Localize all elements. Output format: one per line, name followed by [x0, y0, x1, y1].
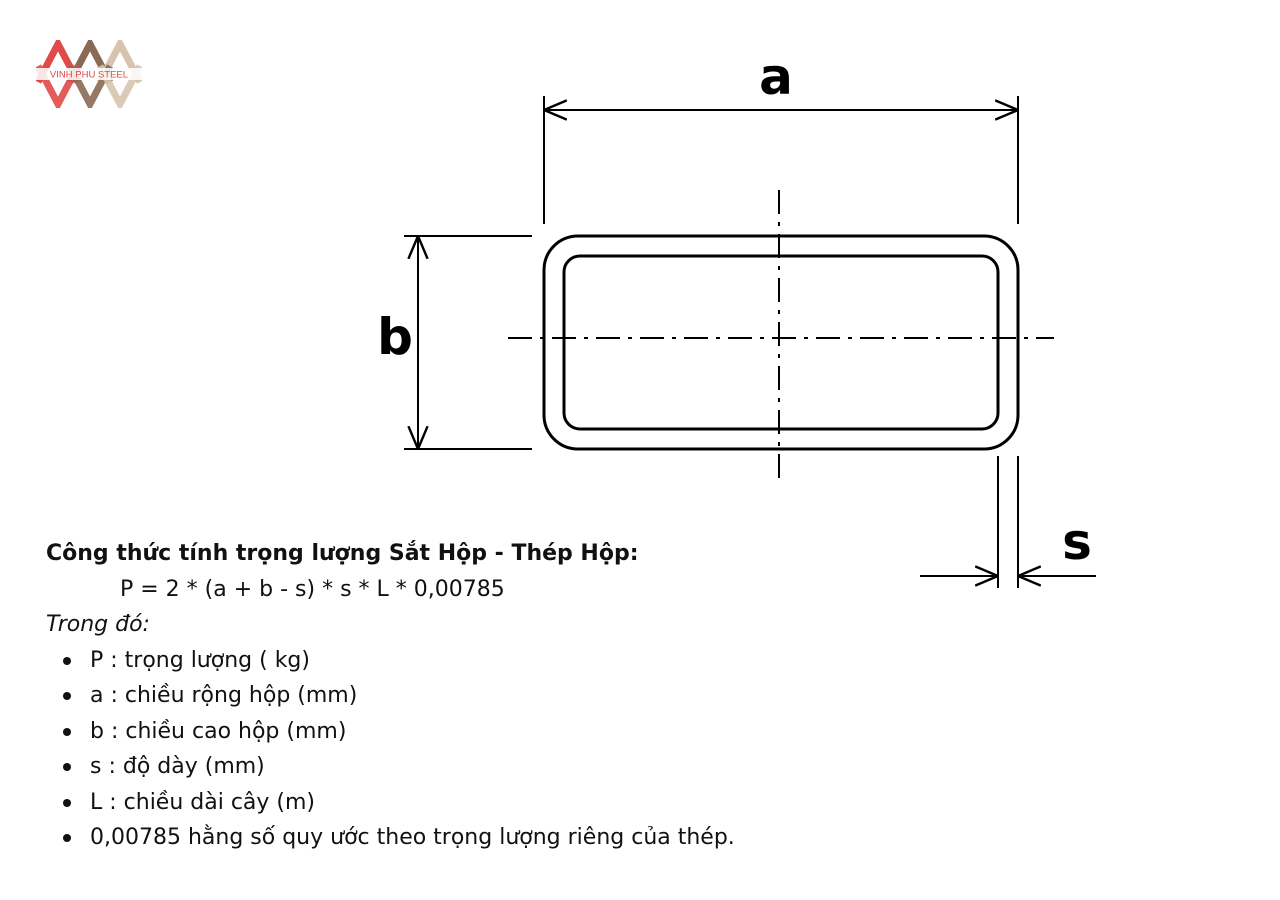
definition-text: b : chiều cao hộp (mm) [90, 718, 347, 744]
bullet-icon [63, 798, 71, 807]
bullet-icon [63, 763, 71, 771]
bullet-icon [63, 656, 71, 665]
definition-item: a : chiều rộng hộp (mm) [46, 678, 946, 714]
definition-item: b : chiều cao hộp (mm) [46, 714, 946, 750]
bullet-icon [63, 727, 71, 736]
box-steel-cross-section-diagram: a b s [377, 48, 1096, 588]
dimension-b-label: b [377, 308, 413, 366]
where-label: Trong đó: [46, 612, 150, 637]
definition-text: 0,00785 hằng số quy ước theo trọng lượng… [90, 825, 735, 850]
definition-item: 0,00785 hằng số quy ước theo trọng lượng… [46, 820, 946, 856]
formula-section: Công thức tính trọng lượng Sắt Hộp - Thé… [46, 536, 946, 856]
logo-text-band [36, 68, 142, 80]
logo-text: VINH PHU STEEL [50, 70, 128, 81]
definitions-list: P : trọng lượng ( kg) a : chiều rộng hộp… [46, 643, 946, 856]
outer-profile [542, 234, 1020, 451]
vinh-phu-steel-logo: VINH PHU STEEL [36, 40, 142, 108]
definition-text: L : chiều dài cây (m) [90, 789, 316, 815]
dimension-s-label: s [1062, 513, 1092, 571]
bullet-icon [63, 834, 71, 842]
formula-expression: P = 2 * (a + b - s) * s * L * 0,00785 [120, 576, 505, 602]
dimension-a-label: a [759, 48, 793, 106]
inner-profile [562, 254, 1000, 431]
definition-text: s : độ dày (mm) [90, 754, 265, 779]
formula-title: Công thức tính trọng lượng Sắt Hộp - Thé… [46, 541, 639, 566]
definition-item: L : chiều dài cây (m) [46, 785, 946, 821]
definition-item: P : trọng lượng ( kg) [46, 643, 946, 679]
definition-text: a : chiều rộng hộp (mm) [90, 683, 358, 708]
definition-item: s : độ dày (mm) [46, 749, 946, 785]
definition-text: P : trọng lượng ( kg) [90, 647, 310, 673]
bullet-icon [63, 692, 71, 700]
